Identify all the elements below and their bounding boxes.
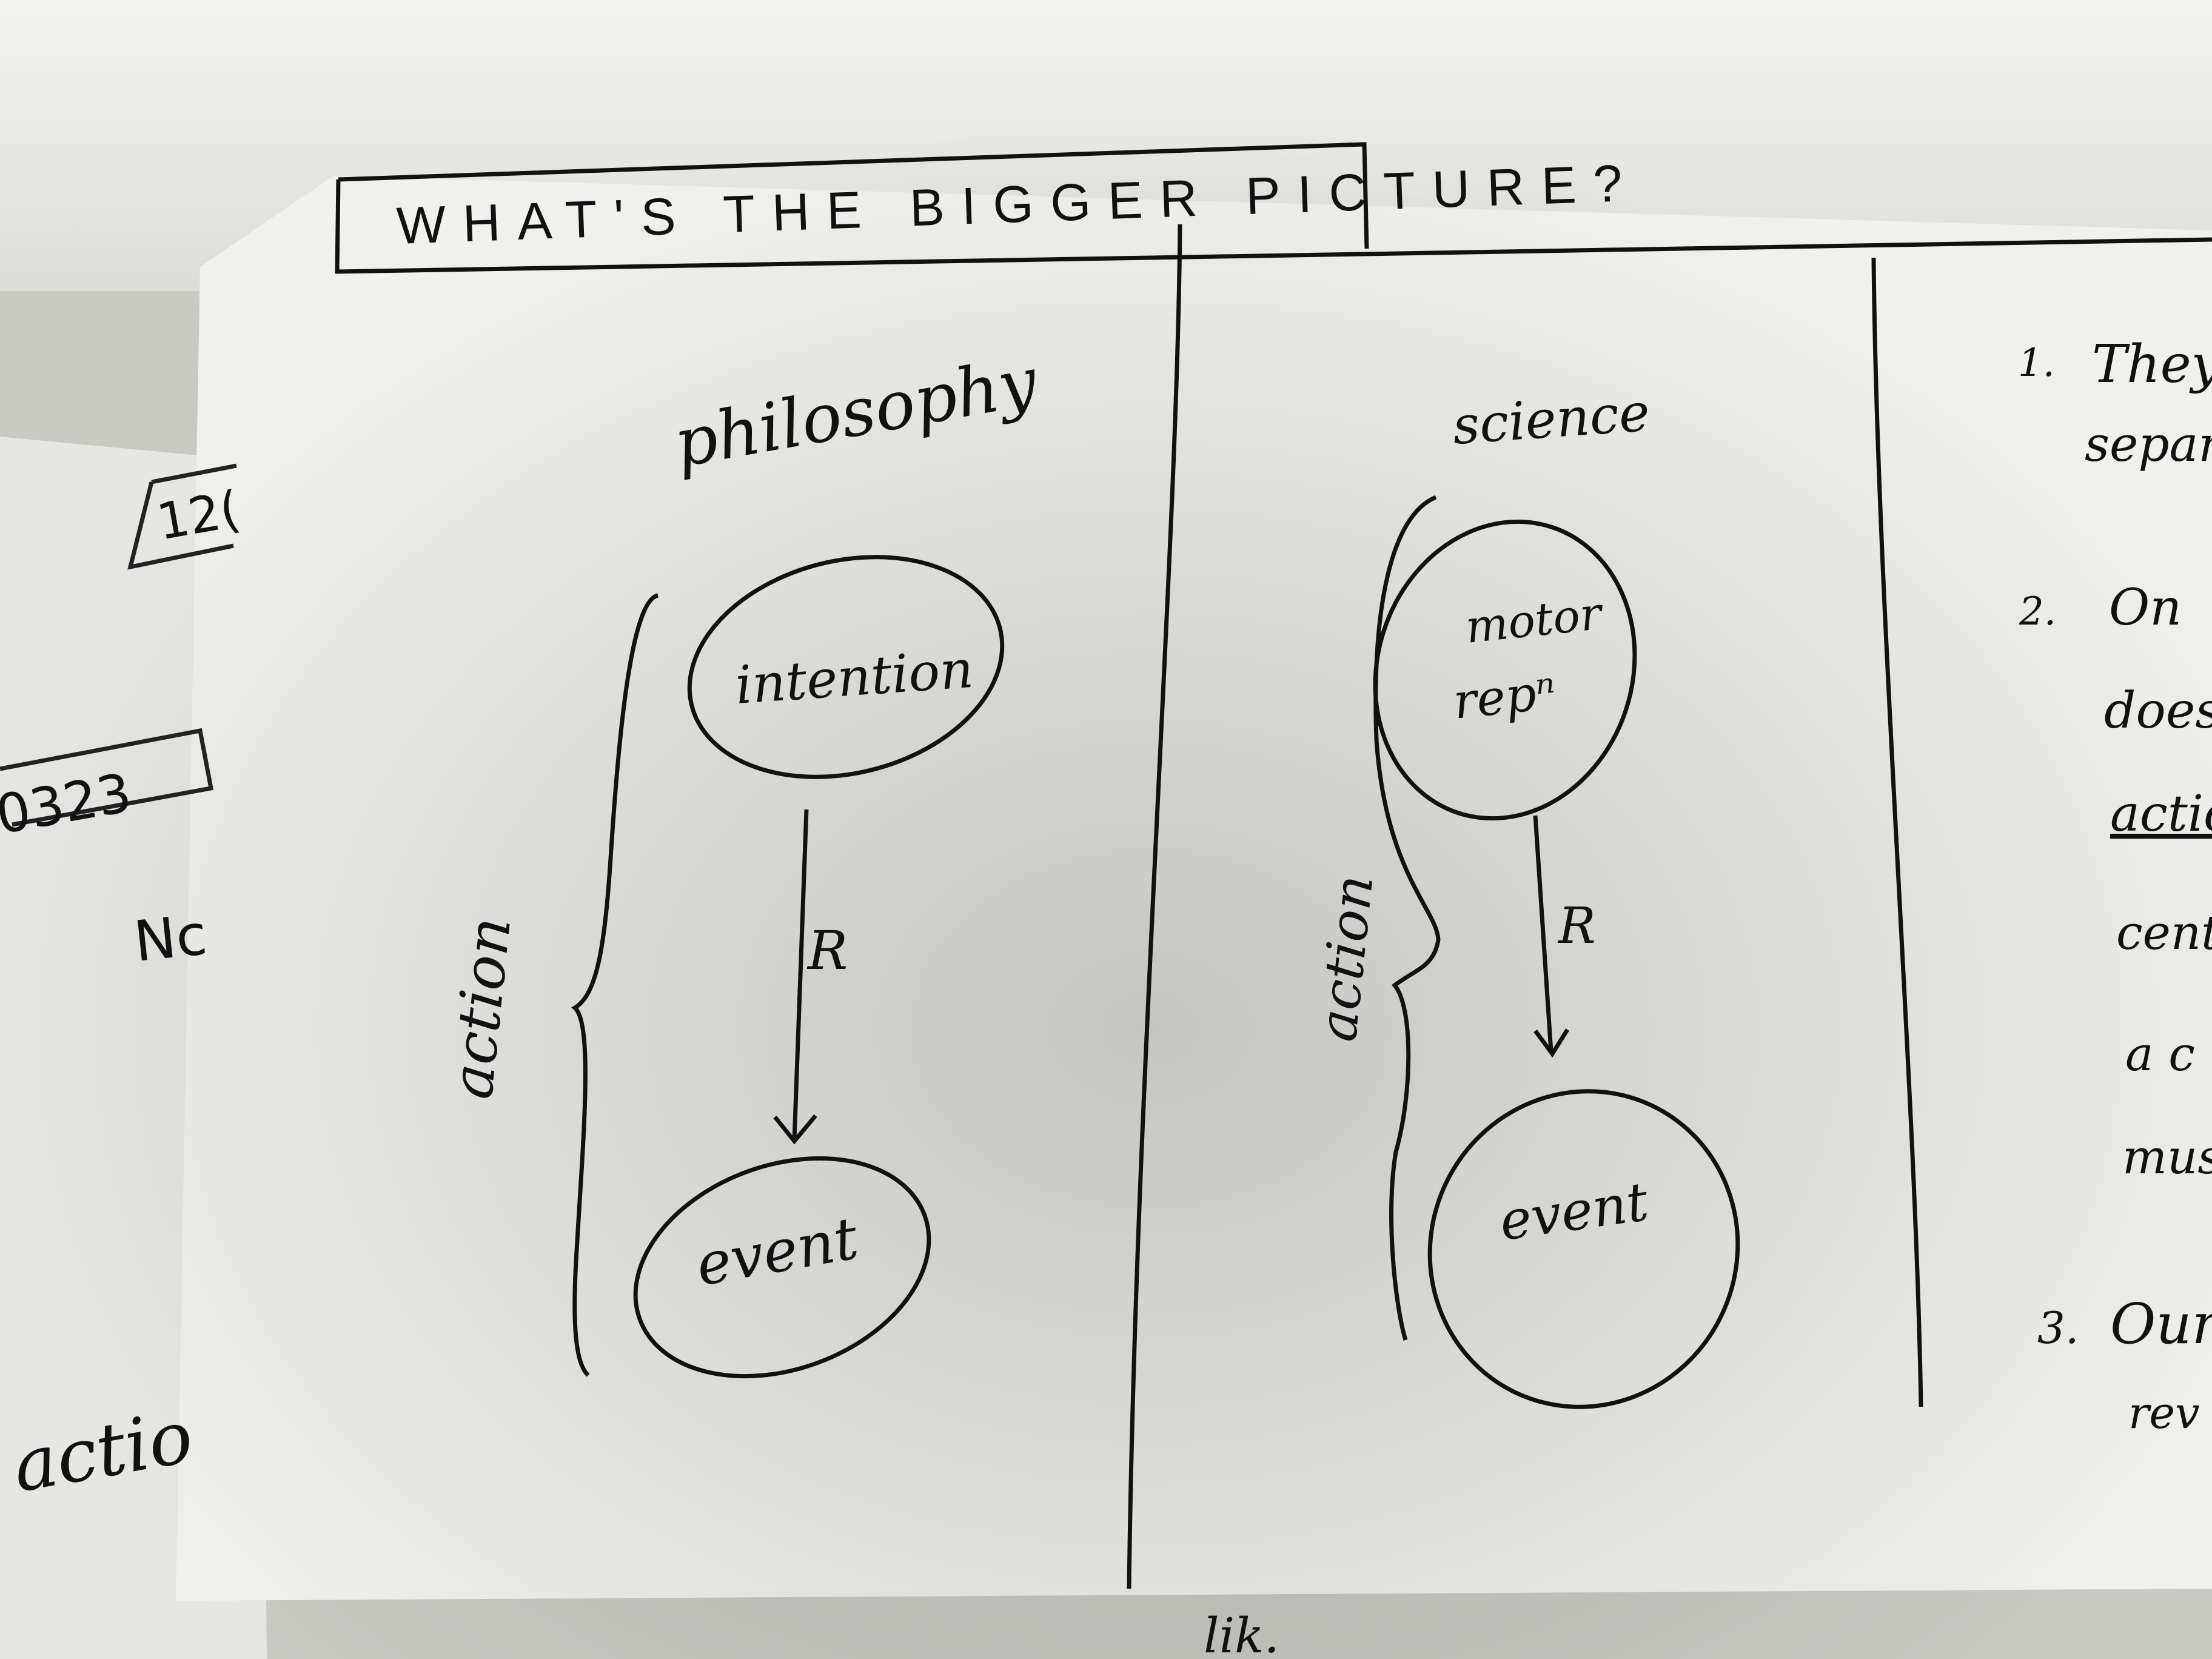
item-1-word-b: separ bbox=[2085, 416, 2212, 472]
divider-left bbox=[1127, 224, 1182, 1589]
item-2-word-f: mus bbox=[2122, 1130, 2212, 1185]
motor-rep-node bbox=[1373, 519, 1637, 821]
event-node-philosophy bbox=[633, 1156, 931, 1379]
item-2-word-b: does bbox=[2104, 682, 2212, 740]
item-2-word-e: a c bbox=[2125, 1027, 2195, 1082]
bottom-fragment: lik. bbox=[1204, 1607, 1279, 1659]
relation-label: R bbox=[806, 919, 848, 982]
event-node-science bbox=[1427, 1089, 1740, 1409]
item-3-number: 3. bbox=[2037, 1302, 2079, 1353]
fragment-120: 12( bbox=[153, 480, 244, 551]
relation-label-science: R bbox=[1557, 897, 1596, 955]
title-box-outline bbox=[335, 142, 2212, 274]
science-heading: science bbox=[1450, 383, 1651, 457]
relation-arrow bbox=[773, 809, 817, 1145]
item-2-word-a: On bbox=[2109, 579, 2182, 637]
box-120-outline bbox=[127, 463, 237, 570]
item-1-number: 1. bbox=[2018, 341, 2055, 386]
intention-node bbox=[687, 555, 1005, 779]
item-2-number: 2. bbox=[2019, 589, 2056, 634]
right-column: 1. They separ 2. On does actio centr a c… bbox=[2018, 334, 2212, 1438]
item-1-word-a: They bbox=[2092, 334, 2212, 395]
action-bracket-science bbox=[1373, 495, 1441, 1341]
box-0323-outline bbox=[0, 728, 214, 827]
item-3-word-b: rev bbox=[2128, 1387, 2200, 1438]
item-2-word-c: actio bbox=[2110, 785, 2212, 843]
fragment-no: Nc bbox=[131, 902, 210, 974]
rep-label: repⁿ bbox=[1450, 663, 1558, 730]
action-bracket-philosophy bbox=[571, 593, 659, 1377]
divider-right bbox=[1871, 257, 1923, 1407]
item-3-word-a: Our bbox=[2110, 1292, 2212, 1356]
item-2-word-d: centr bbox=[2116, 906, 2212, 960]
relation-arrow-science bbox=[1533, 815, 1569, 1058]
